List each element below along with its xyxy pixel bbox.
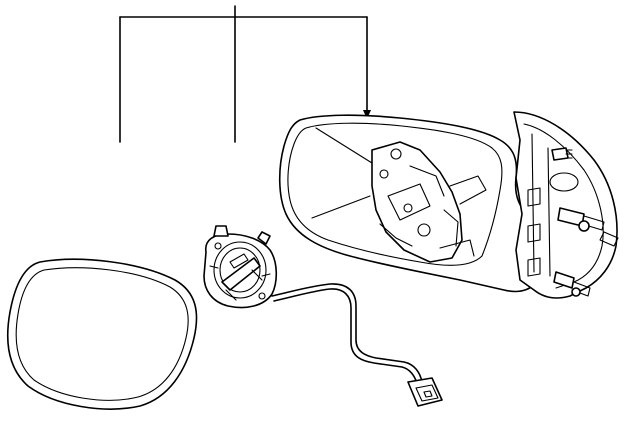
stud-bolt-bottom bbox=[553, 271, 591, 297]
mirror-housing-part bbox=[278, 111, 619, 299]
stud-bolt-top bbox=[551, 147, 573, 161]
wire-harness bbox=[271, 283, 443, 407]
mirror-glass-part bbox=[7, 258, 198, 410]
callout-leaders bbox=[119, 5, 371, 143]
leader-housing-arrowhead bbox=[363, 110, 371, 119]
stud-bolt-middle bbox=[557, 207, 619, 247]
actuator-motor-part bbox=[203, 225, 278, 309]
